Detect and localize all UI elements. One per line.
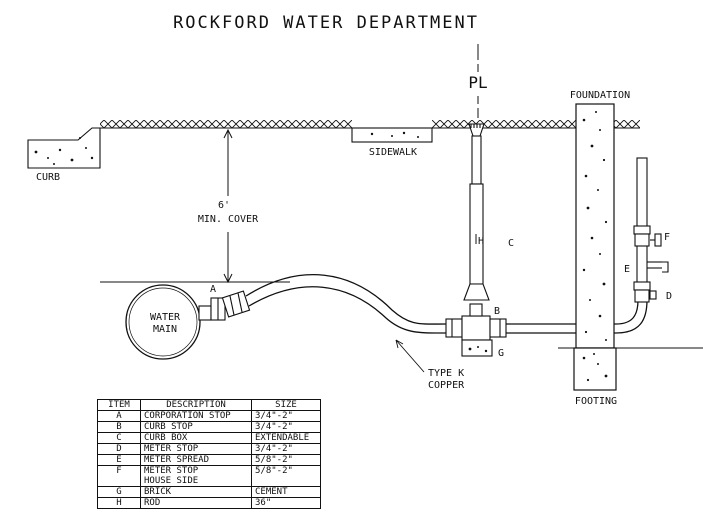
legend-size: 3/4"-2" <box>251 421 321 433</box>
legend-header-size: SIZE <box>251 399 321 411</box>
legend-description: ROD <box>140 497 252 509</box>
footing-label: FOOTING <box>575 396 617 407</box>
legend-size: 36" <box>251 497 321 509</box>
ground-surface <box>100 120 640 129</box>
legend-item: B <box>97 421 141 433</box>
legend-item: A <box>97 410 141 422</box>
label-e: E <box>624 264 630 275</box>
legend-item: C <box>97 432 141 444</box>
sidewalk-label: SIDEWALK <box>369 147 417 158</box>
legend-row: B CURB STOP 3/4"-2" <box>97 421 321 433</box>
legend-item: H <box>97 497 141 509</box>
curb-stop <box>445 303 507 341</box>
legend-size: 5/8"-2" <box>251 454 321 466</box>
type-k-label-2: COPPER <box>428 380 465 391</box>
legend-item: F <box>97 465 141 487</box>
water-main-label-1: WATER <box>150 312 181 323</box>
meter-stop-house-side <box>633 225 662 247</box>
legend-description: CURB STOP <box>140 421 252 433</box>
corporation-stop <box>198 290 251 321</box>
sidewalk <box>351 127 433 143</box>
meter-spread <box>647 261 669 273</box>
foundation-wall <box>558 103 703 349</box>
type-k-label-1: TYPE K <box>428 368 464 379</box>
legend-row: C CURB BOX EXTENDABLE <box>97 432 321 444</box>
legend-item: G <box>97 486 141 498</box>
water-main-label-2: MAIN <box>153 324 177 335</box>
legend-row: D METER STOP 3/4"-2" <box>97 443 321 455</box>
label-c: C <box>508 238 514 249</box>
label-d: D <box>666 291 672 302</box>
footing <box>573 347 617 391</box>
legend-size: EXTENDABLE <box>251 432 321 444</box>
label-b: B <box>494 306 500 317</box>
legend-size: 3/4"-2" <box>251 443 321 455</box>
brick <box>461 339 493 357</box>
legend-description: METER STOP <box>140 443 252 455</box>
legend-item: D <box>97 443 141 455</box>
curb-label: CURB <box>36 172 60 183</box>
diagram-title: ROCKFORD WATER DEPARTMENT <box>173 13 479 33</box>
label-f: F <box>664 232 670 243</box>
label-h: H <box>478 236 484 247</box>
label-a: A <box>210 284 216 295</box>
label-g: G <box>498 348 504 359</box>
legend-description: CORPORATION STOP <box>140 410 252 422</box>
copper-leader <box>395 339 425 373</box>
meter-stop <box>633 281 657 303</box>
legend-table: ITEM DESCRIPTION SIZE A CORPORATION STOP… <box>97 399 321 509</box>
legend-size: 3/4"-2" <box>251 410 321 422</box>
curb-box <box>463 123 490 301</box>
foundation-label: FOUNDATION <box>570 90 630 101</box>
legend-row: E METER SPREAD 5/8"-2" <box>97 454 321 466</box>
legend-description: METER STOP HOUSE SIDE <box>140 465 252 487</box>
legend-description: METER SPREAD <box>140 454 252 466</box>
cover-text-label: MIN. COVER <box>198 214 259 225</box>
legend-description: BRICK <box>140 486 252 498</box>
legend-row: A CORPORATION STOP 3/4"-2" <box>97 410 321 422</box>
legend-description: CURB BOX <box>140 432 252 444</box>
legend-size: CEMENT <box>251 486 321 498</box>
legend-row: G BRICK CEMENT <box>97 486 321 498</box>
legend-size: 5/8"-2" <box>251 465 321 487</box>
legend-item: E <box>97 454 141 466</box>
curb <box>27 127 101 169</box>
legend-header-row: ITEM DESCRIPTION SIZE <box>97 399 321 411</box>
legend-row: F METER STOP HOUSE SIDE 5/8"-2" <box>97 465 321 487</box>
cover-depth-label: 6' <box>218 200 230 211</box>
cover-dimension <box>100 128 290 284</box>
legend-header-description: DESCRIPTION <box>140 399 252 411</box>
legend-row: H ROD 36" <box>97 497 321 509</box>
water-main <box>125 284 201 360</box>
legend-header-item: ITEM <box>97 399 141 411</box>
property-line-label: PL <box>468 73 487 92</box>
